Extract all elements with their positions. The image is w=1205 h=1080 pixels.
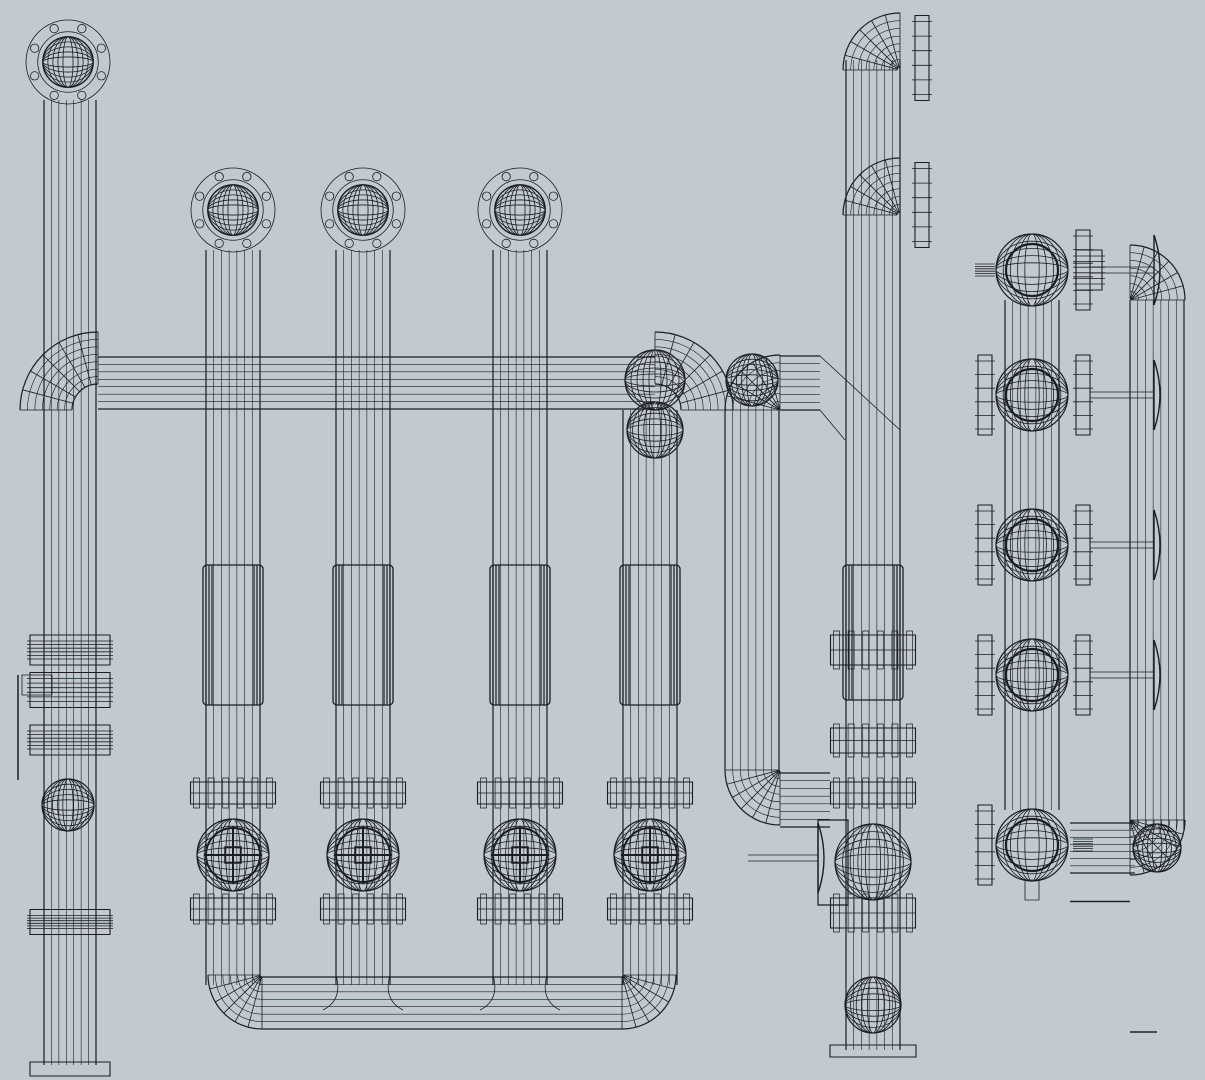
riser-assembly <box>725 13 932 1057</box>
left-pipe-assembly <box>18 20 733 1076</box>
manifold-assembly <box>191 168 693 1029</box>
header-assembly <box>975 230 1185 1032</box>
